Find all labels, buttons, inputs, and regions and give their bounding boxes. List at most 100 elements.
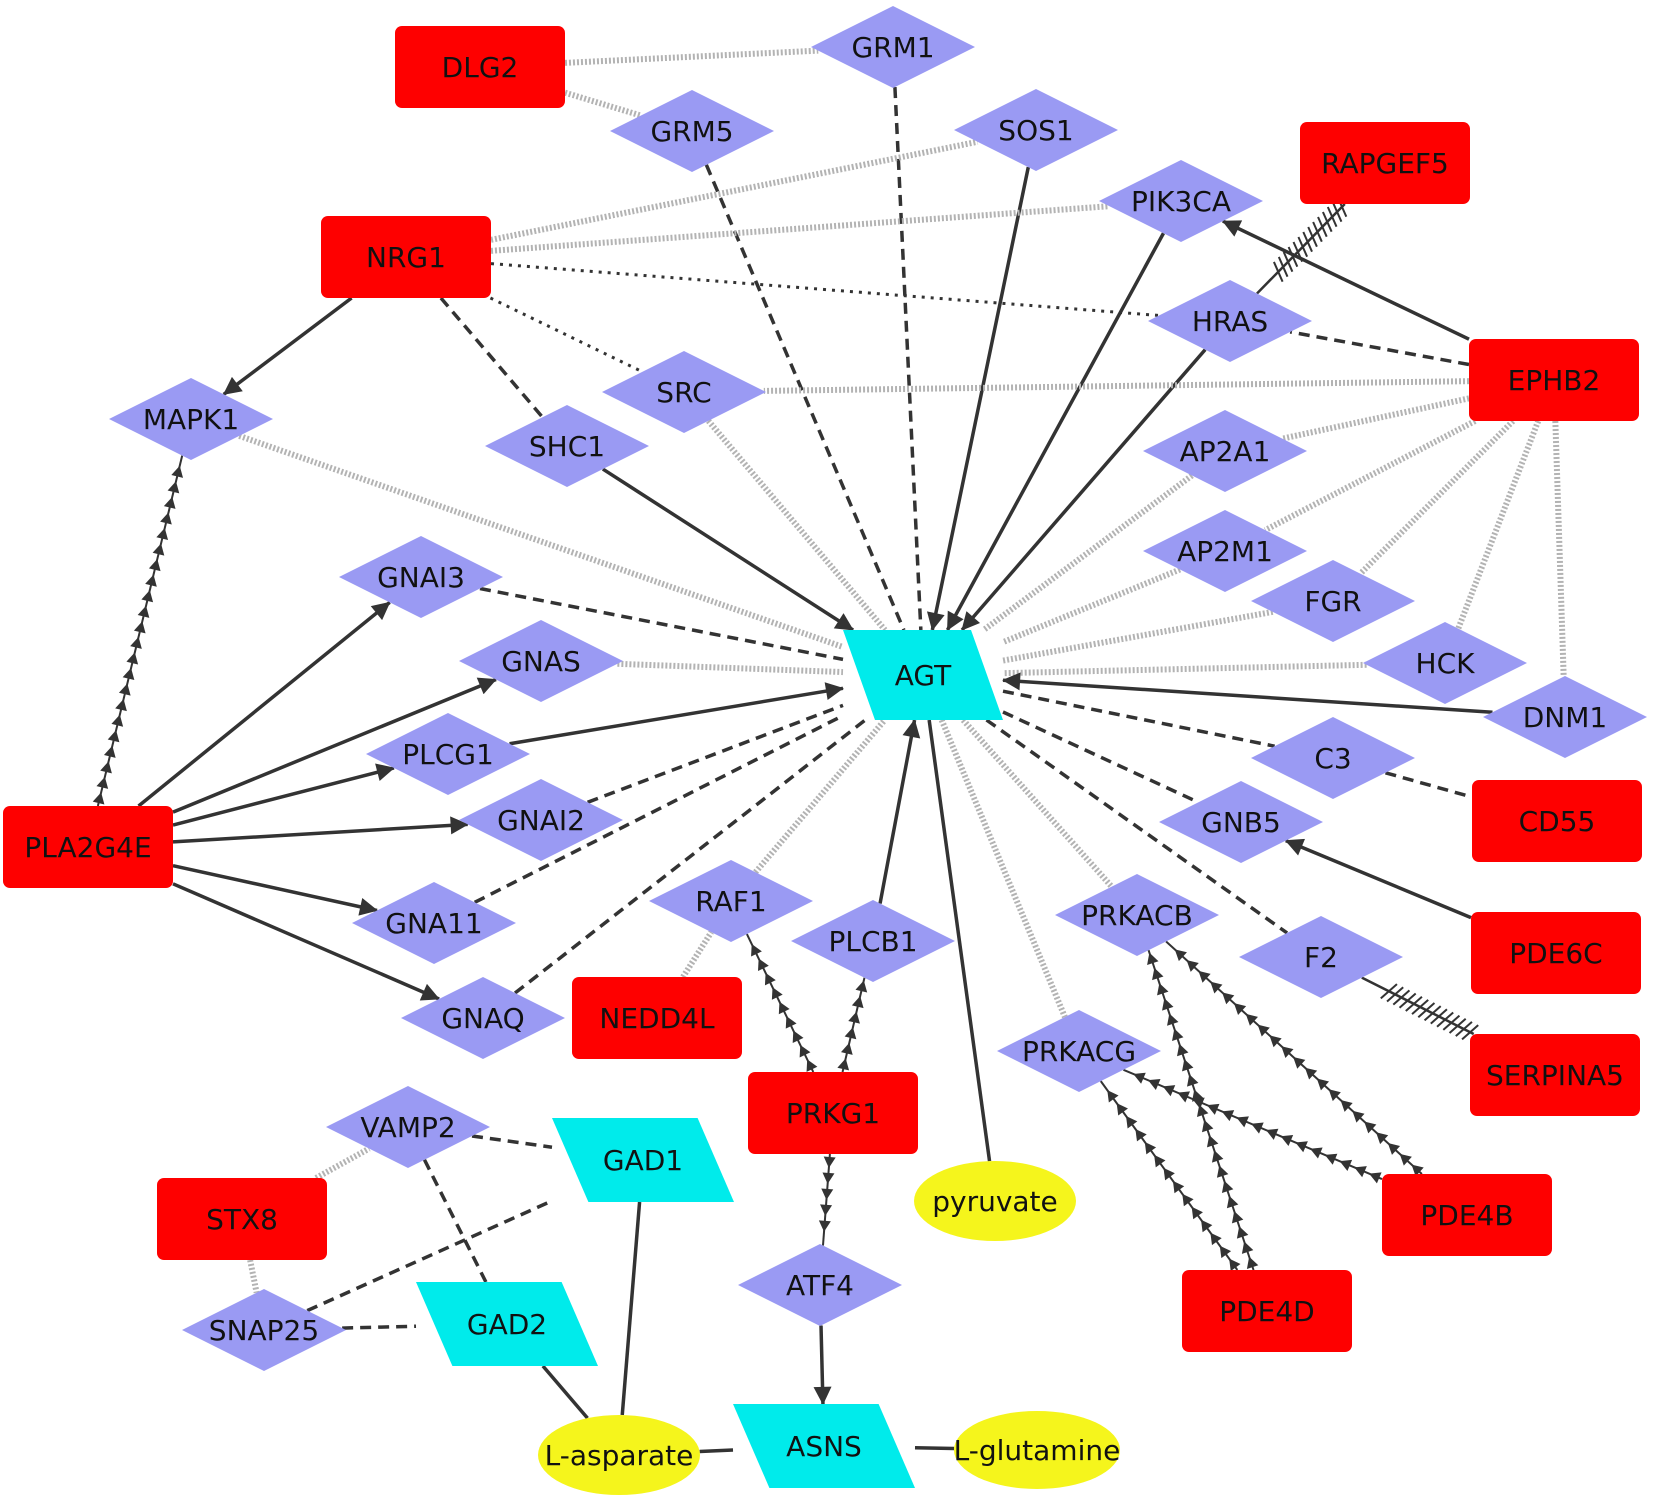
node-c3: C3 bbox=[1251, 717, 1415, 799]
edge-hras-agt bbox=[960, 348, 1207, 632]
edge-pde4d-prkacg bbox=[1099, 1080, 1241, 1272]
edge-pla2g4e-gnai3 bbox=[137, 601, 391, 808]
node-hck: HCK bbox=[1363, 622, 1527, 704]
node-label-dnm1: DNM1 bbox=[1523, 701, 1607, 734]
node-pde6c: PDE6C bbox=[1471, 912, 1641, 994]
node-agt: AGT bbox=[843, 630, 1003, 720]
edge-asns-l-glutamine bbox=[914, 1445, 955, 1451]
edge-shc1-agt bbox=[601, 467, 854, 632]
edge-nrg1-hras bbox=[490, 262, 1160, 317]
edge-ephb2-hck bbox=[1455, 419, 1542, 630]
node-label-pde4d: PDE4D bbox=[1219, 1295, 1315, 1328]
node-prkacg: PRKACG bbox=[997, 1010, 1161, 1092]
edge-nrg1-sos1 bbox=[490, 138, 979, 243]
edge-rapgef5-hras bbox=[1256, 196, 1348, 295]
node-gnai3: GNAI3 bbox=[339, 536, 503, 618]
node-label-vamp2: VAMP2 bbox=[360, 1111, 455, 1144]
node-f2: F2 bbox=[1239, 916, 1403, 998]
edge-pde6c-gnb5 bbox=[1284, 838, 1472, 920]
node-label-agt: AGT bbox=[895, 659, 952, 692]
node-snap25: SNAP25 bbox=[182, 1289, 346, 1371]
edge-serpina5-f2 bbox=[1361, 976, 1479, 1041]
node-label-gnas: GNAS bbox=[501, 645, 581, 678]
node-sos1: SOS1 bbox=[954, 89, 1118, 171]
node-nedd4l: NEDD4L bbox=[572, 977, 742, 1059]
node-vamp2: VAMP2 bbox=[326, 1086, 490, 1168]
node-gnaq: GNAQ bbox=[401, 977, 565, 1059]
node-label-ap2m1: AP2M1 bbox=[1177, 535, 1273, 568]
node-label-pyruvate: pyruvate bbox=[932, 1185, 1058, 1218]
node-label-ephb2: EPHB2 bbox=[1508, 364, 1601, 397]
node-shc1: SHC1 bbox=[485, 405, 649, 487]
node-label-rapgef5: RAPGEF5 bbox=[1321, 147, 1449, 180]
node-label-l-asparate: L-asparate bbox=[545, 1439, 694, 1472]
edge-grm5-agt bbox=[704, 164, 906, 631]
node-raf1: RAF1 bbox=[649, 860, 813, 942]
node-pyruvate: pyruvate bbox=[914, 1161, 1076, 1241]
node-grm5: GRM5 bbox=[610, 90, 774, 172]
node-label-prkacb: PRKACB bbox=[1081, 899, 1193, 932]
node-label-gad2: GAD2 bbox=[467, 1308, 547, 1341]
edge-dlg2-grm5 bbox=[564, 89, 642, 119]
node-label-prkacg: PRKACG bbox=[1022, 1035, 1136, 1068]
edge-dlg2-grm1 bbox=[564, 47, 819, 66]
node-plcb1: PLCB1 bbox=[791, 900, 955, 982]
node-ephb2: EPHB2 bbox=[1469, 339, 1639, 421]
node-prkg1: PRKG1 bbox=[748, 1072, 918, 1154]
edge-atf4-asns bbox=[813, 1325, 832, 1405]
edge-ephb2-src bbox=[763, 378, 1470, 394]
node-label-plcb1: PLCB1 bbox=[828, 925, 917, 958]
edge-gnaq-agt bbox=[513, 718, 867, 995]
node-mapk1: MAPK1 bbox=[109, 378, 273, 460]
node-hras: HRAS bbox=[1148, 280, 1312, 362]
edge-ephb2-dnm1 bbox=[1552, 420, 1567, 677]
node-label-gna11: GNA11 bbox=[385, 907, 482, 940]
edge-gna11-agt bbox=[473, 714, 844, 904]
edge-pla2g4e-gnaq bbox=[172, 882, 440, 1001]
node-label-grm1: GRM1 bbox=[851, 31, 934, 64]
node-label-gad1: GAD1 bbox=[603, 1144, 683, 1177]
edge-pde4b-prkacg bbox=[1123, 1068, 1383, 1184]
edge-pla2g4e-gnai2 bbox=[172, 816, 469, 844]
node-label-f2: F2 bbox=[1304, 941, 1338, 974]
node-label-gnaq: GNAQ bbox=[441, 1002, 524, 1035]
node-src: SRC bbox=[602, 351, 766, 433]
edge-vamp2-gad1 bbox=[471, 1134, 553, 1149]
node-label-atf4: ATF4 bbox=[786, 1269, 854, 1302]
node-label-gnai3: GNAI3 bbox=[377, 561, 465, 594]
node-gnb5: GNB5 bbox=[1159, 781, 1323, 863]
node-label-prkg1: PRKG1 bbox=[786, 1097, 880, 1130]
edge-agt-f2 bbox=[985, 718, 1289, 935]
edge-agt-prkacg bbox=[938, 718, 1068, 1019]
edge-gad2-l-asparate bbox=[541, 1364, 589, 1420]
edge-nedd4l-raf1 bbox=[680, 930, 714, 979]
edge-nrg1-src bbox=[489, 296, 644, 374]
node-nrg1: NRG1 bbox=[321, 216, 491, 298]
node-gnai2: GNAI2 bbox=[459, 779, 623, 861]
node-gna11: GNA11 bbox=[352, 882, 516, 964]
node-gad1: GAD1 bbox=[552, 1118, 734, 1202]
node-label-l-glutamine: L-glutamine bbox=[954, 1434, 1121, 1467]
node-label-gnb5: GNB5 bbox=[1201, 806, 1281, 839]
edge-pik3ca-agt bbox=[945, 232, 1165, 631]
node-label-pik3ca: PIK3CA bbox=[1131, 185, 1231, 218]
node-label-mapk1: MAPK1 bbox=[143, 403, 239, 436]
node-label-fgr: FGR bbox=[1304, 585, 1361, 618]
node-label-dlg2: DLG2 bbox=[442, 51, 519, 84]
node-label-pla2g4e: PLA2G4E bbox=[24, 831, 151, 864]
node-rapgef5: RAPGEF5 bbox=[1300, 122, 1470, 204]
edge-ephb2-pik3ca bbox=[1222, 219, 1470, 341]
edge-prkg1-raf1 bbox=[745, 933, 818, 1073]
node-label-pde4b: PDE4B bbox=[1420, 1199, 1513, 1232]
node-plcg1: PLCG1 bbox=[366, 713, 530, 795]
node-label-src: SRC bbox=[656, 376, 711, 409]
edge-src-agt bbox=[706, 418, 888, 632]
node-label-asns: ASNS bbox=[786, 1430, 862, 1463]
node-label-hck: HCK bbox=[1416, 647, 1476, 680]
node-pla2g4e: PLA2G4E bbox=[3, 806, 173, 888]
node-gad2: GAD2 bbox=[416, 1282, 598, 1366]
edge-ap2a1-agt bbox=[981, 473, 1194, 633]
node-label-sos1: SOS1 bbox=[998, 114, 1073, 147]
edge-ephb2-hras bbox=[1289, 330, 1470, 367]
node-ap2m1: AP2M1 bbox=[1143, 510, 1307, 592]
